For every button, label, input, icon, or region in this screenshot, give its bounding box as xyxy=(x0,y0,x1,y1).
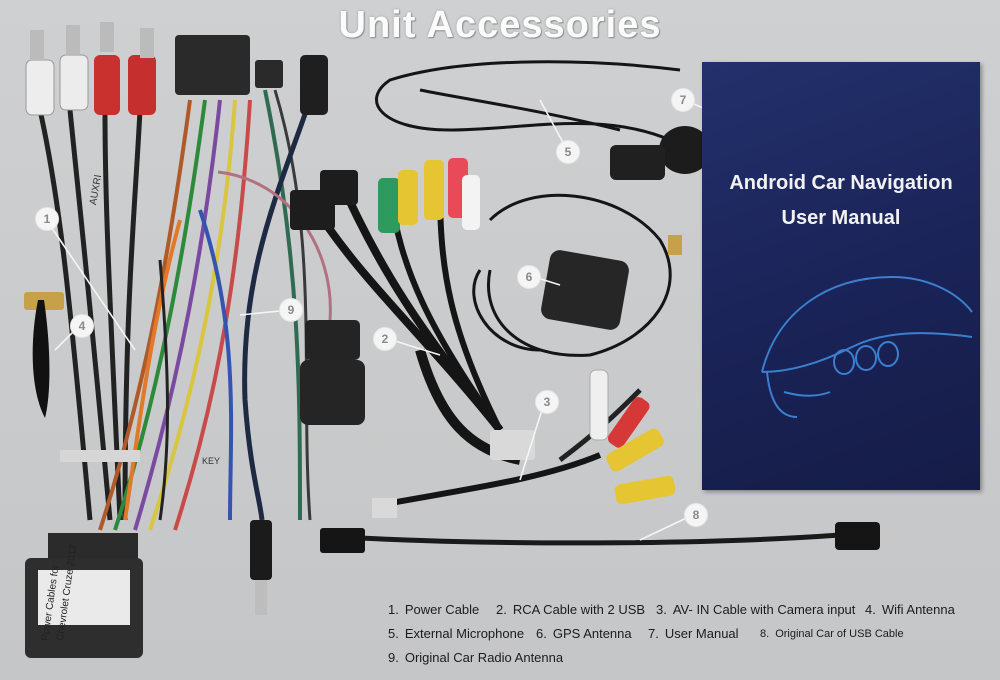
power-cable xyxy=(25,22,312,658)
callout-4: 4 xyxy=(70,314,94,338)
radio-antenna-cable xyxy=(217,55,365,615)
legend-item-4: 4.Wifi Antenna xyxy=(865,602,955,617)
legend-item-3: 3.AV- IN Cable with Camera input xyxy=(656,602,856,617)
key-label: KEY xyxy=(202,456,221,466)
legend-item-9: 9.Original Car Radio Antenna xyxy=(388,650,564,665)
legend-item-8: 8.Original Car of USB Cable xyxy=(760,628,904,640)
legend-item-6: 6.GPS Antenna xyxy=(536,626,632,641)
callout-3: 3 xyxy=(535,390,559,414)
usb-cable xyxy=(320,522,902,553)
car-outline-illustration xyxy=(761,275,973,418)
legend: 1.Power Cable 2.RCA Cable with 2 USB 3.A… xyxy=(388,598,988,672)
legend-item-1: 1.Power Cable xyxy=(388,602,480,617)
callout-6: 6 xyxy=(517,265,541,289)
rca-cable-with-usb xyxy=(290,158,535,465)
callout-5: 5 xyxy=(556,140,580,164)
callout-2: 2 xyxy=(373,327,397,351)
legend-item-7: 7.User Manual xyxy=(648,626,739,641)
callout-7: 7 xyxy=(671,88,695,112)
gps-antenna xyxy=(472,193,682,357)
legend-item-5: 5.External Microphone xyxy=(388,626,525,641)
legend-item-2: 2.RCA Cable with 2 USB xyxy=(496,602,646,617)
av-in-cable xyxy=(372,369,676,518)
manual-title-line1: Android Car Navigation xyxy=(729,172,953,194)
callout-1: 1 xyxy=(35,207,59,231)
callout-9: 9 xyxy=(279,298,303,322)
wifi-antenna xyxy=(24,292,64,418)
page-title: Unit Accessories xyxy=(338,4,662,46)
callout-8: 8 xyxy=(684,503,708,527)
microphone xyxy=(375,60,711,180)
user-manual: Android Car Navigation User Manual xyxy=(702,62,980,490)
manual-title-line2: User Manual xyxy=(781,207,901,229)
